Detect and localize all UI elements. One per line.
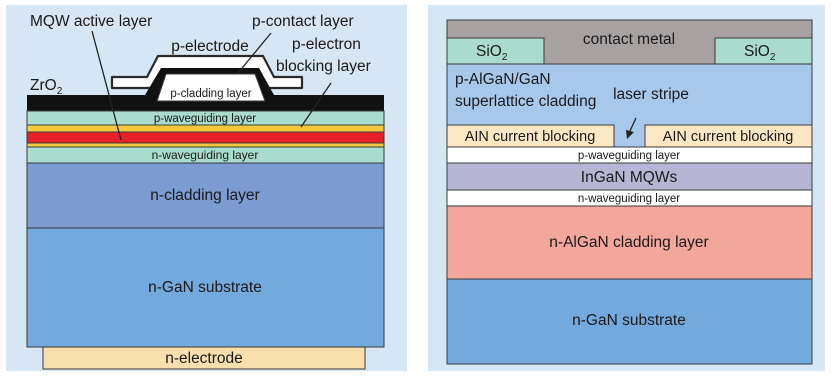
superlattice-label-line1: p-AlGaN/GaN xyxy=(455,71,551,88)
p-cladding-layer-label: p-cladding layer xyxy=(170,88,251,100)
laser-stripe-arrow-line xyxy=(629,117,637,132)
n-waveguiding-right-label: n-waveguiding layer xyxy=(578,193,680,205)
sio2-right-sub: 2 xyxy=(770,52,776,63)
sio2-left-block xyxy=(446,37,545,65)
n-cladding-layer xyxy=(26,162,385,229)
n-electrode xyxy=(42,346,366,370)
mqw-active-layer-label: MQW active layer xyxy=(30,13,152,30)
n-gan-substrate-label: n-GaN substrate xyxy=(148,279,262,296)
sio2-right-block xyxy=(714,37,813,65)
sio2-left-label: SiO2 xyxy=(476,43,508,63)
p-waveguiding-right-label: p-waveguiding layer xyxy=(578,150,680,162)
n-gan-substrate-right xyxy=(446,278,813,365)
aln-right-label: AIN current blocking xyxy=(663,129,794,145)
sio2-left-main: SiO xyxy=(476,43,502,60)
aln-left-label: AIN current blocking xyxy=(465,129,596,145)
p-electrode-label: p-electrode xyxy=(171,38,249,55)
ingan-mqws-layer xyxy=(446,162,813,191)
contact-metal-label: contact metal xyxy=(583,31,675,48)
ingan-mqws-label: InGaN MQWs xyxy=(581,169,678,186)
zro2-subscript: 2 xyxy=(57,86,63,97)
zro2-main-text: ZrO xyxy=(30,77,57,94)
p-electron-leader-line xyxy=(300,82,332,128)
superlattice-label-line2: superlattice cladding xyxy=(455,93,596,110)
n-electrode-label: n-electrode xyxy=(165,350,243,367)
sio2-right-main: SiO xyxy=(744,43,770,60)
electron-blocking-layer xyxy=(26,124,385,133)
zro2-label: ZrO2 xyxy=(30,77,63,97)
p-cladding-shape xyxy=(156,73,266,102)
sio2-left-sub: 2 xyxy=(502,52,508,63)
p-contact-leader-line xyxy=(237,32,272,74)
laser-stripe-arrowhead xyxy=(626,130,634,139)
mqw-active-layer xyxy=(26,131,385,144)
right-panel: SiO2 SiO2 contact metal p-AlGaN/GaN supe… xyxy=(428,5,825,371)
p-electron-label-line2: blocking layer xyxy=(276,58,371,75)
separator-line xyxy=(26,142,385,148)
p-contact-layer-label: p-contact layer xyxy=(252,13,354,30)
n-cladding-layer-label: n-cladding layer xyxy=(150,187,259,204)
n-gan-substrate xyxy=(26,227,385,348)
sio2-right-label: SiO2 xyxy=(744,43,776,63)
laser-stripe-label: laser stripe xyxy=(613,86,689,103)
mqw-leader-line xyxy=(91,30,122,141)
n-gan-substrate-right-label: n-GaN substrate xyxy=(572,312,686,329)
left-panel: MQW active layer ZrO2 p-electrode p-cont… xyxy=(6,5,407,371)
n-algan-cladding-layer xyxy=(446,205,813,280)
n-algan-cladding-label: n-AlGaN cladding layer xyxy=(549,234,708,251)
p-electron-label-line1: p-electron xyxy=(292,36,361,53)
n-waveguiding-layer-label: n-waveguiding layer xyxy=(152,148,259,162)
p-waveguiding-layer-label: p-waveguiding layer xyxy=(154,113,256,125)
